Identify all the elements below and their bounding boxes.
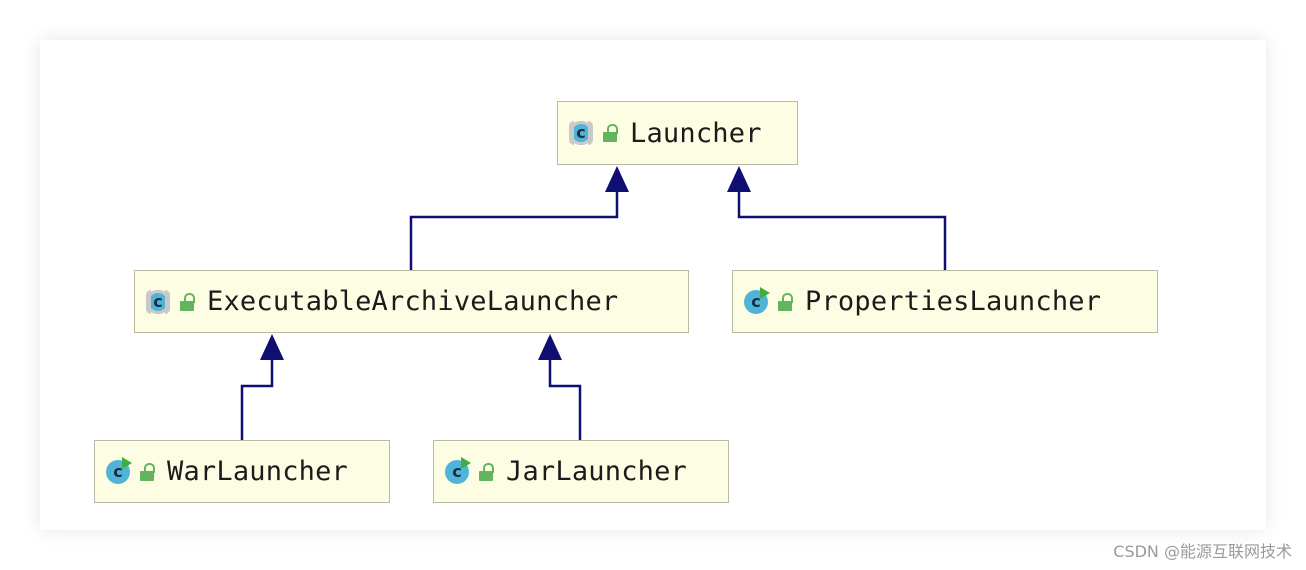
class-node-war-launcher[interactable]: c WarLauncher (94, 440, 390, 503)
class-name-label: WarLauncher (167, 456, 349, 487)
edge-properties-to-launcher (737, 190, 947, 270)
arrowhead-executable-left (260, 334, 284, 360)
arrowhead-executable-right (538, 334, 562, 360)
arrowhead-launcher-right (727, 166, 751, 192)
abstract-class-icon: c (143, 287, 173, 317)
lock-icon (478, 462, 494, 481)
runnable-class-icon: c (442, 456, 472, 487)
class-node-launcher[interactable]: c Launcher (557, 101, 798, 165)
lock-icon (179, 292, 195, 311)
lock-icon (777, 292, 793, 311)
edge-war-to-executable (240, 358, 274, 440)
arrowhead-launcher-left (605, 166, 629, 192)
class-name-label: PropertiesLauncher (805, 286, 1102, 317)
watermark: CSDN @能源互联网技术 (1113, 542, 1292, 561)
runnable-class-icon: c (103, 456, 133, 487)
class-node-executable-archive-launcher[interactable]: c ExecutableArchiveLauncher (134, 270, 689, 333)
class-name-label: JarLauncher (506, 456, 688, 487)
abstract-class-icon: c (566, 118, 596, 148)
lock-icon (139, 462, 155, 481)
class-name-label: Launcher (630, 117, 762, 149)
class-node-properties-launcher[interactable]: c PropertiesLauncher (732, 270, 1158, 333)
edge-executable-to-launcher (409, 190, 619, 270)
class-name-label: ExecutableArchiveLauncher (207, 286, 619, 317)
class-node-jar-launcher[interactable]: c JarLauncher (433, 440, 729, 503)
runnable-class-icon: c (741, 286, 771, 317)
edge-jar-to-executable (548, 358, 582, 440)
lock-icon (602, 124, 618, 142)
